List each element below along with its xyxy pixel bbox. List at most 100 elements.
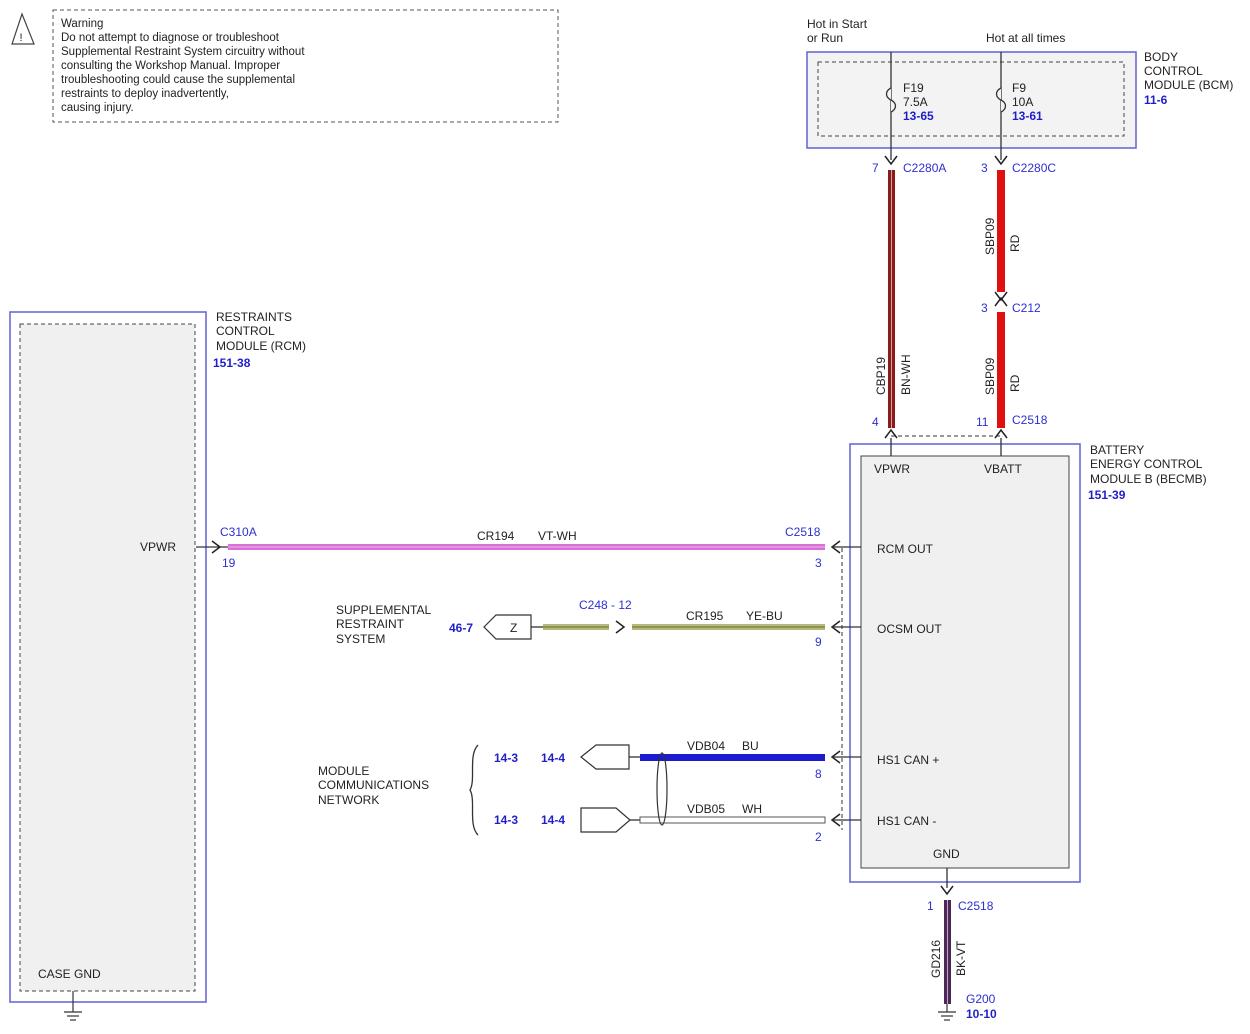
mcn-ref-a1-link[interactable]: 14-3 xyxy=(494,751,518,765)
c212-pin: 3 xyxy=(981,301,988,315)
c310a-label: C310A xyxy=(220,525,257,539)
cr195-end-pin: 9 xyxy=(815,635,822,649)
bcm-name-2: CONTROL xyxy=(1144,64,1203,78)
c212-connector: 3 C212 xyxy=(981,291,1041,315)
c248-label: C248 - 12 xyxy=(579,598,632,612)
cbp19-circuit: CBP19 xyxy=(874,357,888,395)
c2280c-connector: 3 C2280C xyxy=(981,155,1056,175)
cr195-circuit: CR195 xyxy=(686,609,724,623)
rcm-inner-box xyxy=(19,323,196,992)
ground-g200-icon xyxy=(938,1004,956,1021)
wire-vdb05[interactable]: VDB05 WH 2 xyxy=(630,802,861,844)
bcm-module: F19 7.5A 13-65 F9 10A 13-61 BODY CONTROL… xyxy=(806,50,1233,160)
wire-sbp09-upper-fill xyxy=(997,170,1005,292)
hot-start-run-label-1: Hot in Start xyxy=(807,17,868,31)
mcn-name-2: COMMUNICATIONS xyxy=(318,778,429,792)
cr194-circuit: CR194 xyxy=(477,529,515,543)
g200-ref-link[interactable]: 10-10 xyxy=(966,1007,997,1021)
warning-line-2: Do not attempt to diagnose or troublesho… xyxy=(61,32,280,44)
mcn-ref-b2-link[interactable]: 14-4 xyxy=(541,813,565,827)
connector-arrow-icon xyxy=(994,291,1008,302)
srs-group: SUPPLEMENTAL RESTRAINT SYSTEM 46-7 Z xyxy=(336,603,532,646)
fuse-f19-ref-link[interactable]: 13-65 xyxy=(903,109,934,123)
mcn-group: MODULE COMMUNICATIONS NETWORK 14-3 14-4 … xyxy=(318,744,631,836)
vdb05-end-pin: 2 xyxy=(815,830,822,844)
fuse-f19-rating: 7.5A xyxy=(903,95,928,109)
wire-gd216[interactable]: 1 C2518 GD216 BK-VT G200 10-10 xyxy=(927,868,997,1021)
cr194-color: VT-WH xyxy=(538,529,577,543)
vdb04-end-pin: 8 xyxy=(815,767,822,781)
srs-offpage-flag-icon[interactable] xyxy=(483,614,532,640)
gd216-conn: C2518 xyxy=(958,899,994,913)
connector-arrow-icon xyxy=(211,540,222,554)
wire-vdb05-fill xyxy=(639,816,826,824)
rcm-module: VPWR CASE GND RESTRAINTS CONTROL MODULE … xyxy=(9,310,306,1021)
gd216-circuit: GD216 xyxy=(929,940,943,978)
twisted-pair-icon xyxy=(656,752,668,826)
rcm-name-3: MODULE (RCM) xyxy=(216,339,306,353)
c310a-pin: 19 xyxy=(222,556,236,570)
fuse-f19-icon xyxy=(885,87,897,113)
case-ground-icon xyxy=(64,991,82,1021)
mcn-ref-b1-link[interactable]: 14-3 xyxy=(494,813,518,827)
wire-sbp09-lower[interactable]: SBP09 RD xyxy=(983,312,1022,428)
can-minus-offpage-flag-icon[interactable] xyxy=(580,807,631,833)
sbp09-lower-circuit: SBP09 xyxy=(983,357,997,395)
srs-flag-label: Z xyxy=(510,621,517,635)
sbp09-upper-circuit: SBP09 xyxy=(983,217,997,255)
rcm-name-1: RESTRAINTS xyxy=(216,310,292,324)
warning-line-1: Warning xyxy=(61,18,103,30)
wire-vdb04[interactable]: VDB04 BU 8 xyxy=(629,739,861,781)
connector-arrow-icon xyxy=(994,296,1008,307)
c2518-top-connector: 4 11 C2518 xyxy=(872,413,1048,439)
warning-line-4: consulting the Workshop Manual. Improper xyxy=(61,60,280,72)
can-plus-offpage-flag-icon[interactable] xyxy=(580,744,630,770)
srs-name-2: RESTRAINT xyxy=(336,617,405,631)
bcm-name-1: BODY xyxy=(1144,50,1178,64)
becmb-pin-vbatt: VBATT xyxy=(984,462,1022,476)
sbp09-bottom-pin: 11 xyxy=(976,415,989,429)
wire-cr195[interactable]: C248 - 12 CR195 YE-BU 9 xyxy=(531,598,861,649)
c2518-top-label: C2518 xyxy=(1012,413,1048,427)
warning-line-5: troubleshooting could cause the suppleme… xyxy=(61,74,295,86)
mcn-ref-a2-link[interactable]: 14-4 xyxy=(541,751,565,765)
wire-sbp09-upper[interactable]: SBP09 RD xyxy=(983,170,1022,292)
becmb-name-2: ENERGY CONTROL xyxy=(1090,457,1203,471)
sbp09-lower-color: RD xyxy=(1008,374,1022,392)
becmb-pin-ocsm-out: OCSM OUT xyxy=(877,622,942,636)
connector-arrow-icon xyxy=(940,885,954,896)
wire-vdb04-fill xyxy=(640,754,825,761)
becmb-inner-box xyxy=(860,455,1070,869)
cbp19-color: BN-WH xyxy=(899,354,913,395)
rcm-ref-link[interactable]: 151-38 xyxy=(213,356,251,370)
warning-box xyxy=(52,9,559,123)
warning-line-7: causing injury. xyxy=(61,102,134,114)
c2280c-pin: 3 xyxy=(981,161,988,175)
c2280a-label: C2280A xyxy=(903,161,946,175)
becmb-name-1: BATTERY xyxy=(1090,443,1144,457)
vdb04-color: BU xyxy=(742,739,759,753)
becmb-ref-link[interactable]: 151-39 xyxy=(1088,488,1126,502)
becmb-pin-gnd: GND xyxy=(933,847,960,861)
becmb-pin-rcm-out: RCM OUT xyxy=(877,542,934,556)
c2280a-connector: 7 C2280A xyxy=(872,155,946,175)
warning-exclamation-icon: ! xyxy=(19,32,22,44)
c2280a-pin: 7 xyxy=(872,161,879,175)
srs-ref-link[interactable]: 46-7 xyxy=(449,621,473,635)
wire-cbp19[interactable]: CBP19 BN-WH xyxy=(874,170,913,428)
becmb-pin-can-minus: HS1 CAN - xyxy=(877,814,936,828)
gd216-pin: 1 xyxy=(927,899,934,913)
bcm-ref-link[interactable]: 11-6 xyxy=(1144,93,1168,107)
sbp09-upper-color: RD xyxy=(1008,234,1022,252)
connector-arrow-icon xyxy=(615,620,626,634)
becmb-name-3: MODULE B (BECMB) xyxy=(1090,472,1207,486)
srs-name-3: SYSTEM xyxy=(336,632,385,646)
connector-arrow-icon xyxy=(884,428,898,439)
fuse-f9-rating: 10A xyxy=(1012,95,1033,109)
fuse-f9-ref-link[interactable]: 13-61 xyxy=(1012,109,1043,123)
wire-cr194[interactable]: C310A 19 CR194 VT-WH C2518 3 xyxy=(196,525,861,570)
rcm-name-2: CONTROL xyxy=(216,324,275,338)
rcm-pin-vpwr: VPWR xyxy=(140,540,176,554)
cr195-color: YE-BU xyxy=(746,609,783,623)
